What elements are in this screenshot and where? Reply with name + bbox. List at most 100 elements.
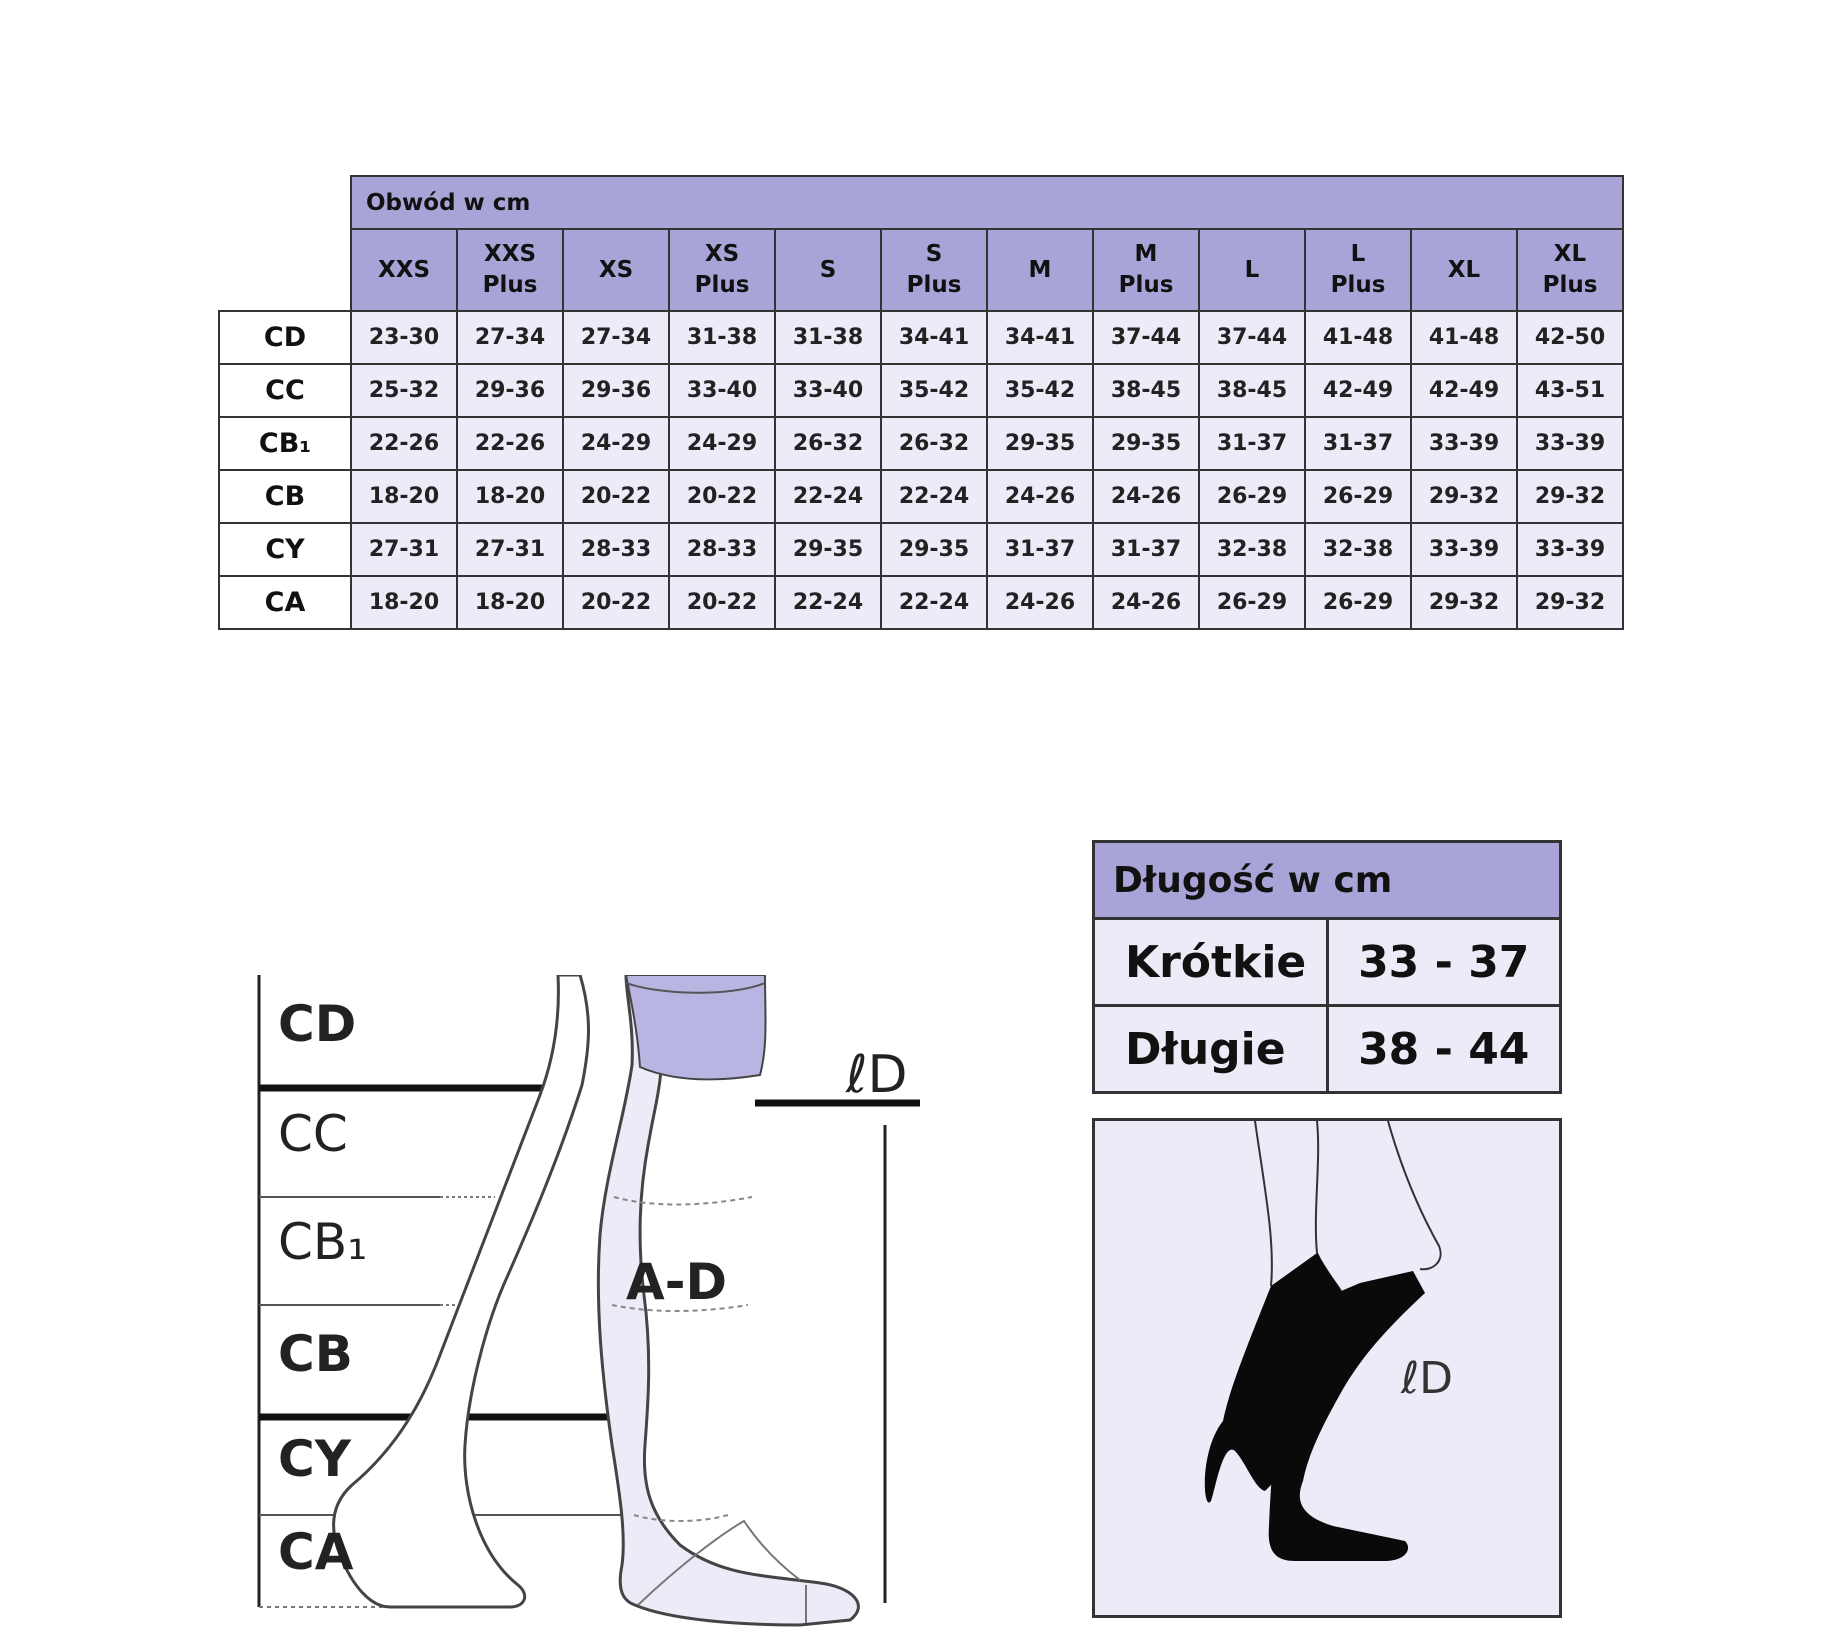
- table-cell: 29-36: [456, 363, 564, 418]
- table-cell: 29-35: [880, 522, 988, 577]
- table-cell: 41-48: [1410, 310, 1518, 365]
- table-cell: 20-22: [668, 575, 776, 630]
- table-cell: 33-39: [1516, 522, 1624, 577]
- sock-back-icon: [1204, 1253, 1341, 1503]
- table-cell: 29-35: [774, 522, 882, 577]
- table-cell: 35-42: [986, 363, 1094, 418]
- table-cell: 24-29: [668, 416, 776, 471]
- table-cell: 31-37: [986, 522, 1094, 577]
- length-table: Długość w cm Krótkie 33 - 37 Długie 38 -…: [1092, 840, 1562, 1094]
- table-cell: 27-34: [562, 310, 670, 365]
- length-title-row: Długość w cm: [1092, 840, 1562, 920]
- row-label: CA: [218, 575, 352, 630]
- circumference-title-row: Obwód w cm: [219, 175, 1624, 230]
- table-cell: 31-37: [1198, 416, 1306, 471]
- table-cell: 22-24: [880, 469, 988, 524]
- table-cell: 26-29: [1198, 469, 1306, 524]
- circumference-title: Obwód w cm: [350, 175, 1624, 230]
- size-header: XL Plus: [1516, 228, 1624, 312]
- table-cell: 31-37: [1092, 522, 1200, 577]
- table-cell: 24-29: [562, 416, 670, 471]
- table-cell: 37-44: [1092, 310, 1200, 365]
- table-cell: 29-32: [1516, 575, 1624, 630]
- length-row-long: Długie 38 - 44: [1092, 1004, 1562, 1094]
- size-header: XL: [1410, 228, 1518, 312]
- leg-label-cd: CD: [278, 995, 357, 1053]
- table-cell: 24-26: [1092, 469, 1200, 524]
- leg-measurement-diagram: CD CC CB₁ CB CY CA ℓD A-D: [240, 975, 940, 1635]
- table-cell: 42-49: [1410, 363, 1518, 418]
- size-header: XXS: [350, 228, 458, 312]
- table-cell: 24-26: [986, 469, 1094, 524]
- size-header: S: [774, 228, 882, 312]
- table-cell: 22-24: [880, 575, 988, 630]
- table-cell: 31-37: [1304, 416, 1412, 471]
- table-cell: 18-20: [456, 469, 564, 524]
- table-cell: 37-44: [1198, 310, 1306, 365]
- table-cell: 29-32: [1516, 469, 1624, 524]
- table-cell: 26-32: [880, 416, 988, 471]
- length-label-long: Długie: [1092, 1004, 1329, 1094]
- table-cell: 27-34: [456, 310, 564, 365]
- table-cell: 42-49: [1304, 363, 1412, 418]
- table-cell: 25-32: [350, 363, 458, 418]
- table-cell: 31-38: [668, 310, 776, 365]
- table-cell: 23-30: [350, 310, 458, 365]
- table-cell: 38-45: [1092, 363, 1200, 418]
- length-label-short: Krótkie: [1092, 917, 1329, 1007]
- table-cell: 22-24: [774, 469, 882, 524]
- table-cell: 22-24: [774, 575, 882, 630]
- table-cell: 29-35: [986, 416, 1094, 471]
- table-cell: 32-38: [1304, 522, 1412, 577]
- table-cell: 33-39: [1410, 522, 1518, 577]
- table-cell: 34-41: [986, 310, 1094, 365]
- row-label: CB: [218, 469, 352, 524]
- table-cell: 20-22: [562, 469, 670, 524]
- leg-label-ca: CA: [278, 1523, 354, 1581]
- row-label: CB₁: [218, 416, 352, 471]
- size-header: XS: [562, 228, 670, 312]
- table-cell: 20-22: [562, 575, 670, 630]
- table-cell: 18-20: [456, 575, 564, 630]
- table-cell: 42-50: [1516, 310, 1624, 365]
- leg-label-cy: CY: [278, 1430, 351, 1488]
- table-cell: 28-33: [668, 522, 776, 577]
- table-cell: 38-45: [1198, 363, 1306, 418]
- table-cell: 35-42: [880, 363, 988, 418]
- table-cell: 27-31: [456, 522, 564, 577]
- table-cell: 20-22: [668, 469, 776, 524]
- sock-length-marker: ℓD: [1401, 1353, 1454, 1404]
- table-cell: 43-51: [1516, 363, 1624, 418]
- table-cell: 29-35: [1092, 416, 1200, 471]
- table-cell: 31-38: [774, 310, 882, 365]
- table-cell: 22-26: [350, 416, 458, 471]
- length-title: Długość w cm: [1092, 840, 1562, 920]
- leg-label-cb: CB: [278, 1325, 353, 1383]
- table-cell: 24-26: [986, 575, 1094, 630]
- size-header: M: [986, 228, 1094, 312]
- table-cell: 29-32: [1410, 575, 1518, 630]
- row-label: CC: [218, 363, 352, 418]
- size-header: L: [1198, 228, 1306, 312]
- table-cell: 33-40: [668, 363, 776, 418]
- leg-outline-icon: [257, 975, 920, 1627]
- size-header: L Plus: [1304, 228, 1412, 312]
- table-cell: 26-29: [1304, 469, 1412, 524]
- table-corner: [219, 176, 351, 229]
- table-cell: 27-31: [350, 522, 458, 577]
- leg-label-cb1: CB₁: [278, 1213, 368, 1271]
- sock-illustration-icon: [1204, 1121, 1442, 1561]
- length-value-long: 38 - 44: [1325, 1004, 1562, 1094]
- table-cell: 34-41: [880, 310, 988, 365]
- leg-length-marker: ℓD: [846, 1045, 908, 1105]
- row-label: CD: [218, 310, 352, 365]
- table-cell: 24-26: [1092, 575, 1200, 630]
- leg-zone-label: A-D: [626, 1253, 727, 1311]
- table-cell: 33-39: [1410, 416, 1518, 471]
- table-corner: [219, 229, 351, 311]
